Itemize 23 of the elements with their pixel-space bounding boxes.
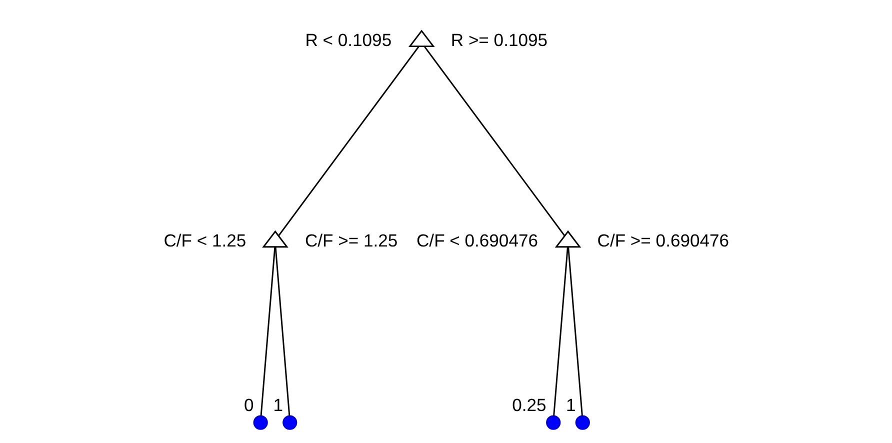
node-label: R >= 0.1095 xyxy=(450,29,547,50)
connector xyxy=(274,246,290,415)
node-label: C/F < 0.690476 xyxy=(416,230,538,250)
node-label: C/F < 1.25 xyxy=(163,230,246,250)
node-label: C/F >= 0.690476 xyxy=(596,230,729,250)
connector xyxy=(567,246,582,415)
node-circle xyxy=(574,414,590,430)
node-triangle xyxy=(554,230,581,248)
node-label: 0 xyxy=(243,394,254,414)
node-label: R < 0.1095 xyxy=(304,29,392,50)
connector xyxy=(260,246,276,415)
node-label: 1 xyxy=(272,394,283,414)
node-circle xyxy=(546,414,560,430)
connector xyxy=(552,246,568,415)
node-triangle xyxy=(262,230,288,248)
node-circle xyxy=(252,414,268,430)
node-label: C/F >= 1.25 xyxy=(304,230,398,250)
node-circle xyxy=(282,414,297,430)
connector xyxy=(424,46,565,236)
node-triangle xyxy=(408,29,434,47)
node-label: 0.25 xyxy=(512,394,546,414)
connector xyxy=(278,46,419,236)
node-label: 1 xyxy=(566,394,576,414)
